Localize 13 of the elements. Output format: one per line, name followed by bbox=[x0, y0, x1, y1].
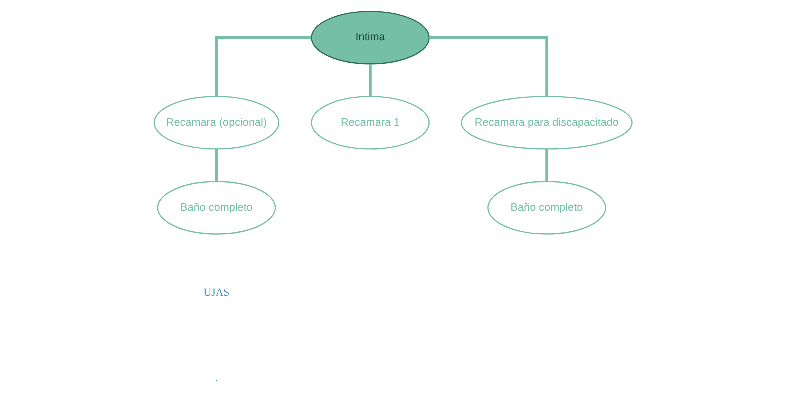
node-ellipse: Intima bbox=[310, 11, 430, 65]
connector bbox=[214, 36, 312, 96]
node-ellipse: Recamara para discapacitado bbox=[460, 96, 632, 150]
label: . bbox=[214, 372, 218, 384]
connector bbox=[545, 149, 548, 182]
node-ellipse: Baño completo bbox=[487, 181, 606, 235]
node-ellipse: Recamara (opcional) bbox=[153, 96, 280, 150]
node-ellipse: Recamara 1 bbox=[310, 96, 430, 150]
label: UJAS bbox=[203, 286, 230, 299]
connector bbox=[429, 36, 548, 96]
connector bbox=[368, 64, 372, 97]
connector bbox=[214, 149, 218, 182]
node-ellipse: Baño completo bbox=[156, 181, 276, 235]
